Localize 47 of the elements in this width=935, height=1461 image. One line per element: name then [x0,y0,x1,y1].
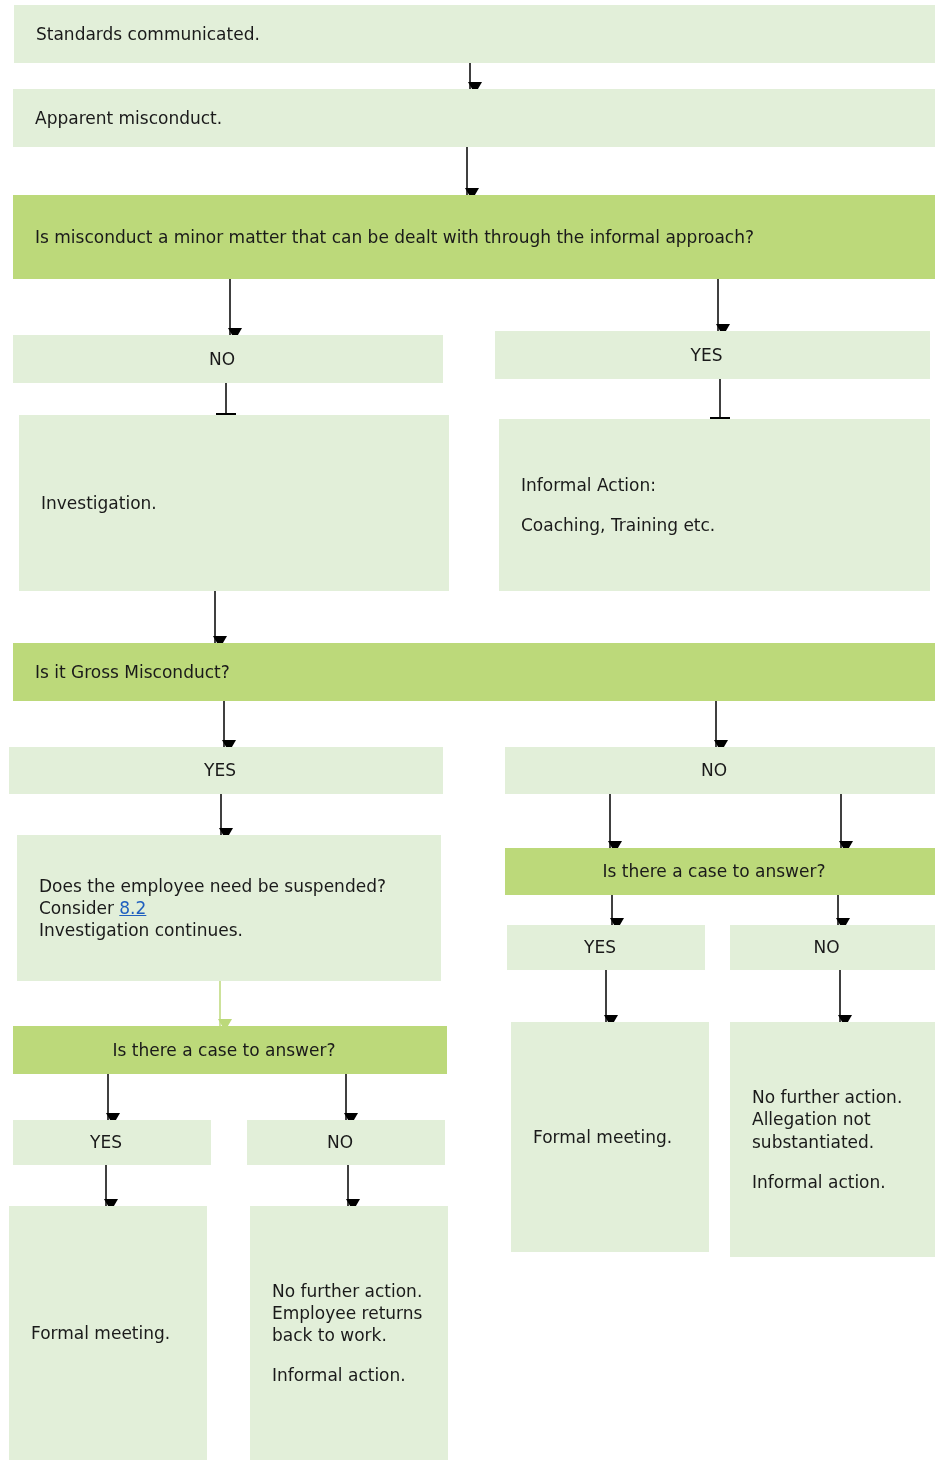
node-text: Is misconduct a minor matter that can be dealt with through the informal approach? [35,225,754,249]
node-text: Investigation. [41,491,157,515]
node-text: NO [326,1131,354,1154]
process-box [14,5,935,63]
node-text: Does the employee need be suspended? Consider 8.2 [39,874,387,920]
process-box [730,1022,935,1257]
node-text: YES [584,936,616,959]
node-text: Informal action. [272,1364,406,1387]
decision-box [13,195,935,279]
process-box [507,925,705,970]
node-text: Informal Action: [521,473,656,496]
process-box [730,925,935,970]
node-text: Coaching, Training etc. [521,514,716,537]
node-text: Formal meeting. [533,1125,673,1149]
process-box [250,1206,448,1460]
node-text: Standards communicated. [36,22,260,46]
process-box [499,419,930,591]
node-text: Investigation continues. [39,919,243,942]
node-text: Formal meeting. [31,1321,171,1345]
node-text: NO [700,759,728,782]
node-text: YES [204,759,236,782]
node-text: Is there a case to answer? [602,860,826,883]
node-text: No further action. Employee returns back to work. [272,1279,424,1347]
node-text: Apparent misconduct. [35,106,223,130]
node-text: Is it Gross Misconduct? [35,660,230,684]
process-box [9,747,443,794]
process-box [247,1120,445,1165]
decision-box [13,1026,447,1074]
decision-box [505,848,935,895]
process-box [17,835,441,981]
section-link: 8.2 [119,897,147,918]
process-box [511,1022,709,1252]
node-text: YES [90,1131,122,1154]
node-text: NO [813,936,840,959]
decision-box [13,643,935,701]
process-box [13,89,935,147]
process-box [9,1206,207,1460]
node-text: NO [208,347,236,371]
node-text: Informal action. [752,1170,886,1193]
process-box [495,331,930,379]
process-box [505,747,935,794]
process-box [19,415,449,591]
node-text: No further action. Allegation not substantiated. [752,1086,904,1153]
node-text: Is there a case to answer? [112,1038,336,1062]
process-box [13,1120,211,1165]
node-text: YES [690,343,723,367]
process-box [13,335,443,383]
